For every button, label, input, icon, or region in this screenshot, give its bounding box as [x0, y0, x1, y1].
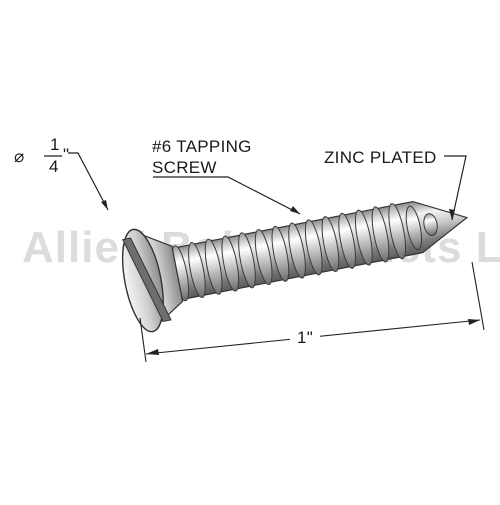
length-extension-right — [471, 261, 485, 331]
type-leader — [153, 176, 301, 215]
diameter-callout: ⌀ 1 4 " — [14, 135, 109, 211]
finish-arrow — [449, 209, 455, 220]
thread-ridge — [238, 232, 256, 289]
thread-ridge — [304, 219, 323, 276]
diameter-symbol: ⌀ — [14, 147, 25, 166]
finish-leader — [444, 155, 467, 221]
thread-ridge — [188, 242, 206, 299]
diameter-denominator: 4 — [49, 157, 58, 176]
thread-ridge — [338, 212, 356, 269]
type-callout: #6 TAPPING SCREW — [152, 137, 301, 215]
thread-ridge — [221, 235, 240, 292]
diameter-leader — [68, 152, 109, 211]
length-label: 1" — [297, 328, 313, 347]
screw-threads — [171, 203, 438, 302]
type-arrow — [290, 206, 300, 214]
diameter-arrow — [101, 200, 108, 210]
finish-label: ZINC PLATED — [324, 148, 437, 167]
type-label-line2: SCREW — [152, 158, 217, 177]
thread-ridge — [271, 225, 290, 282]
diameter-unit: " — [63, 145, 69, 164]
thread-ridge — [423, 213, 438, 237]
thread-ridge — [354, 209, 373, 266]
thread-ridge — [321, 216, 340, 273]
screw-body — [121, 200, 469, 333]
thread-ridge — [388, 203, 407, 260]
thread-ridge — [371, 206, 390, 263]
diameter-numerator: 1 — [50, 135, 59, 154]
length-label-bg — [290, 326, 320, 346]
type-label-line1: #6 TAPPING — [152, 137, 252, 156]
screw-slot — [122, 237, 172, 322]
length-arrow-right — [468, 319, 480, 325]
length-dimension: 1" — [139, 261, 485, 363]
length-arrow-left — [146, 349, 159, 355]
thread-ridge — [204, 238, 223, 295]
finish-callout: ZINC PLATED — [324, 148, 467, 221]
length-extension-left — [139, 317, 147, 363]
thread-ridge — [254, 229, 273, 286]
thread-ridge — [288, 222, 306, 279]
thread-ridge — [405, 205, 423, 251]
